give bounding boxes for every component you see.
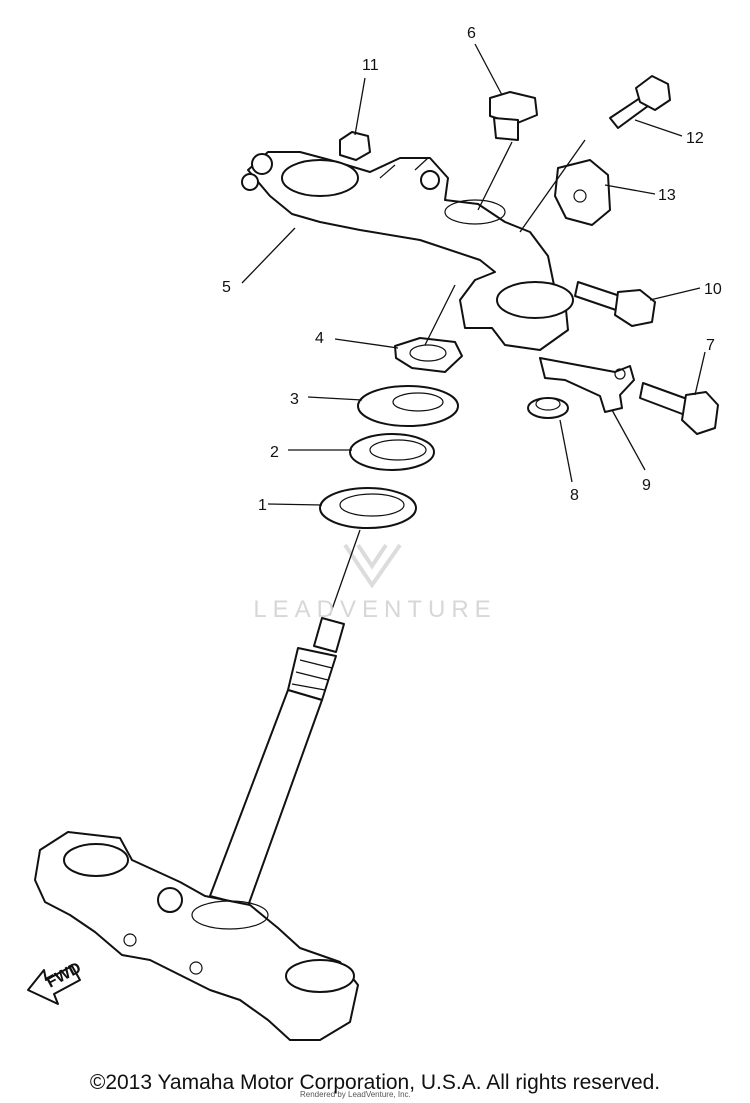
upper-bracket [241,151,574,351]
callout-13: 13 [658,187,676,204]
callout-11: 11 [362,57,379,74]
callout-8: 8 [570,487,579,504]
part-9-plate [539,357,635,413]
callout-3: 3 [290,391,299,408]
part-12-bolt [609,75,671,129]
callout-10: 10 [704,281,722,298]
callout-5: 5 [222,279,231,296]
callout-6: 6 [467,25,476,42]
part-6-bolt [489,91,538,141]
part-11-nut [339,131,371,161]
part-7-bolt [639,382,719,435]
callout-12: 12 [686,130,704,147]
callout-1: 1 [258,497,267,514]
part-1-bearing [319,487,417,529]
lower-bracket [34,831,359,1041]
part-8-spacer [527,397,569,419]
fwd-arrow: FWD [27,959,84,1005]
part-2-bearing [349,433,435,471]
callout-labels: 1 2 3 4 5 6 7 8 9 10 11 12 13 [222,25,722,514]
part-4-ring-nut [394,337,463,373]
copyright-notice: ©2013 Yamaha Motor Corporation, U.S.A. A… [89,1071,661,1094]
callout-2: 2 [270,444,279,461]
steering-stem [209,617,345,907]
leader-lines [241,43,706,616]
part-3-cover [357,385,459,427]
watermark-text: LEADVENTURE [253,596,497,623]
part-10-bolt [574,281,656,327]
watermark-logo [343,543,402,589]
callout-7: 7 [706,337,715,354]
part-13-clamp [554,159,611,226]
callout-4: 4 [315,330,324,347]
callout-9: 9 [642,477,651,494]
render-credit: Rendered by LeadVenture, Inc. [300,1090,411,1099]
